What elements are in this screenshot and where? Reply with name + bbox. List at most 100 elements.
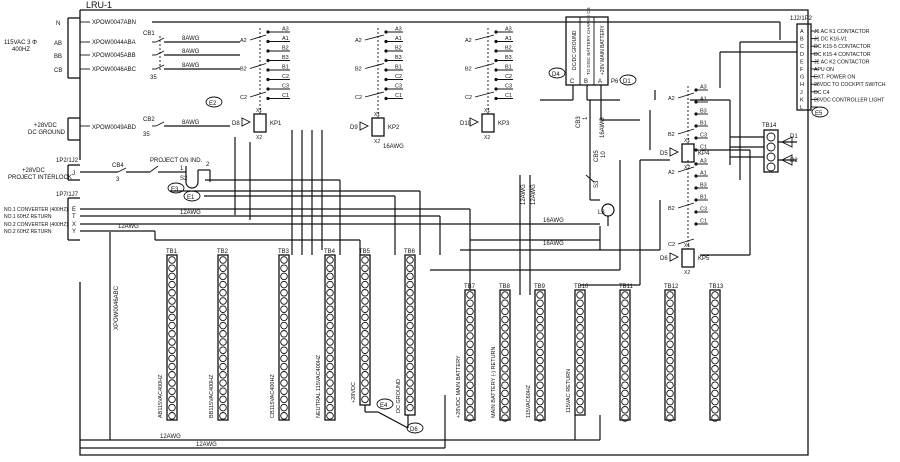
relay-pole-label: B2 <box>465 67 472 73</box>
relay-pole-label: A2 <box>355 38 362 44</box>
tb14-diode-1: D1 <box>790 134 798 140</box>
terminal-board-label: AB115VAC400HZ <box>158 374 164 418</box>
relay-diode-label: D8 <box>232 121 240 127</box>
cb1-rating: 35 <box>150 75 157 81</box>
relay-pole-label: B2 <box>668 206 675 212</box>
terminal-board-label: +28VDC <box>351 382 357 403</box>
relay-contact-label: B2 <box>505 46 512 52</box>
coil-pin-x1: X1 <box>484 108 490 114</box>
project-on-label: PROJECT ON IND. <box>150 158 203 164</box>
relay-contact-label: C2 <box>395 74 402 80</box>
relay-name: KP5 <box>698 256 710 262</box>
terminal-board-name: TB4 <box>324 249 336 255</box>
j2-pin-label: J1 AC K1 CONTACTOR <box>814 29 870 35</box>
relay-contact-label: B1 <box>282 65 289 71</box>
relay-pole-label: C2 <box>240 95 247 101</box>
terminal-board-tb12: TB12 <box>664 284 679 422</box>
gauge-16awg-a: 16AWG <box>543 218 564 224</box>
coil-pin-x1: X1 <box>684 138 690 144</box>
terminal-board-name: TB3 <box>278 249 290 255</box>
j2-pin-label: 28VDC CONTROLLER LIGHT <box>814 97 885 103</box>
p6-connector: DC/DC GROUND TO DISC BATTERY CHARGE CB +… <box>540 7 640 121</box>
j2-pin: H <box>800 82 804 88</box>
cb5-rating: 10 <box>601 151 607 158</box>
j2-pin: E <box>800 59 804 65</box>
relay-contact-label: B3 <box>700 183 707 189</box>
relay-contact-label: C3 <box>395 84 402 90</box>
power-label-1: 115VAC 3 Φ <box>4 40 37 46</box>
terminal-boards: TB1AB115VAC400HZTB2BB115VAC400HZTB3CB115… <box>158 249 724 422</box>
j2-pin-label: DC K15-4 CONTACTOR <box>814 52 871 58</box>
j2-pin-label: EXT. POWER ON <box>814 75 855 81</box>
j2-pin-label: J2 AC K2 CONTACTOR <box>814 59 870 65</box>
relay-name: KP2 <box>388 125 400 131</box>
j2-pin: J <box>800 90 803 96</box>
j7-label-x: NO.2 CONVERTER (400HZ) <box>4 222 68 228</box>
j2-label: 1P2/1J2 <box>56 158 79 164</box>
j7-pin-t: T <box>72 214 76 220</box>
pin-cb: CB <box>54 68 62 74</box>
relay-diode-label: D10 <box>460 121 472 127</box>
relay-contact-label: C1 <box>395 93 402 99</box>
relay-pole-label: A2 <box>465 38 472 44</box>
pin-bb: BB <box>54 54 62 60</box>
relay-pole-label: C2 <box>355 95 362 101</box>
gauge-16awg-b: 16AWG <box>543 241 564 247</box>
callout-e3: E3 <box>171 187 179 193</box>
p6-header-b: TO DISC BATTERY CHARGE CB <box>586 7 591 75</box>
relay-contact-label: A1 <box>505 36 512 42</box>
j2-pin: G <box>800 75 804 81</box>
relay-contact-label: A3 <box>282 27 289 33</box>
callouts: E2 E3 E1 D4 D1 E5 E4 D6 <box>167 67 829 434</box>
p6-label: P6 <box>611 79 619 85</box>
coil-pin-x2: X2 <box>484 135 490 141</box>
interconnect-wires <box>154 41 797 448</box>
terminal-board-name: TB12 <box>664 284 679 290</box>
coil-pin-x1: X1 <box>374 112 380 118</box>
terminal-board-label: MAIN BATTERY (-) RETURN <box>491 346 497 418</box>
switch-s2-label: S2 <box>180 176 188 182</box>
left-connector-block: 115VAC 3 Φ 400HZ N AB BB CB XPOW0047ABN … <box>4 17 781 440</box>
relay-contact-label: C1 <box>700 219 707 225</box>
relay-contact-label: C1 <box>505 93 512 99</box>
terminal-board-label: +28VDC MAIN BATTERY <box>456 355 462 418</box>
coil-pin-x2: X2 <box>684 270 690 276</box>
terminal-board-label: DC GROUND <box>396 379 402 413</box>
pin-ab: AB <box>54 41 62 47</box>
cb1-label: CB1 <box>143 31 155 37</box>
ind-pin-2: 2 <box>206 162 210 168</box>
relay-pole-label: B2 <box>668 132 675 138</box>
lru-outer-frame <box>79 9 809 456</box>
terminal-board-name: TB5 <box>359 249 371 255</box>
relay-contact-label: A1 <box>395 36 402 42</box>
relay-contact-label: B3 <box>282 55 289 61</box>
l3-label: L3 <box>598 210 605 216</box>
vertical-wire-id: XPOW0046ABC <box>114 285 120 330</box>
terminal-board-name: TB1 <box>166 249 178 255</box>
p6-pin-a: A <box>598 79 602 85</box>
relay-contact-label: B3 <box>395 55 402 61</box>
j2-pin: K <box>800 97 804 103</box>
gauge-bottom-1: 12AWG <box>160 434 181 440</box>
cb4-label: CB4 <box>112 163 124 169</box>
terminal-board-tb5: TB5 +28VDC <box>351 249 371 406</box>
j2-pin-label: APU ON <box>814 67 834 73</box>
j2-pin: B <box>800 37 804 43</box>
j7-label-y: NO.2 60HZ RETURN <box>4 229 52 235</box>
relay-pole-label: A2 <box>240 38 247 44</box>
callout-e4: E4 <box>380 403 388 409</box>
power-label-2: 400HZ <box>12 47 30 53</box>
s3-label: S3 <box>594 180 600 188</box>
j7-label: 1P7/1J7 <box>56 192 79 198</box>
gauge-12awg-a: 12AWG <box>521 184 527 205</box>
relay-pole-label: B2 <box>355 67 362 73</box>
j2-pin: C <box>800 44 804 50</box>
relay-pole-label: A2 <box>668 170 675 176</box>
relay-contact-label: A1 <box>700 171 707 177</box>
